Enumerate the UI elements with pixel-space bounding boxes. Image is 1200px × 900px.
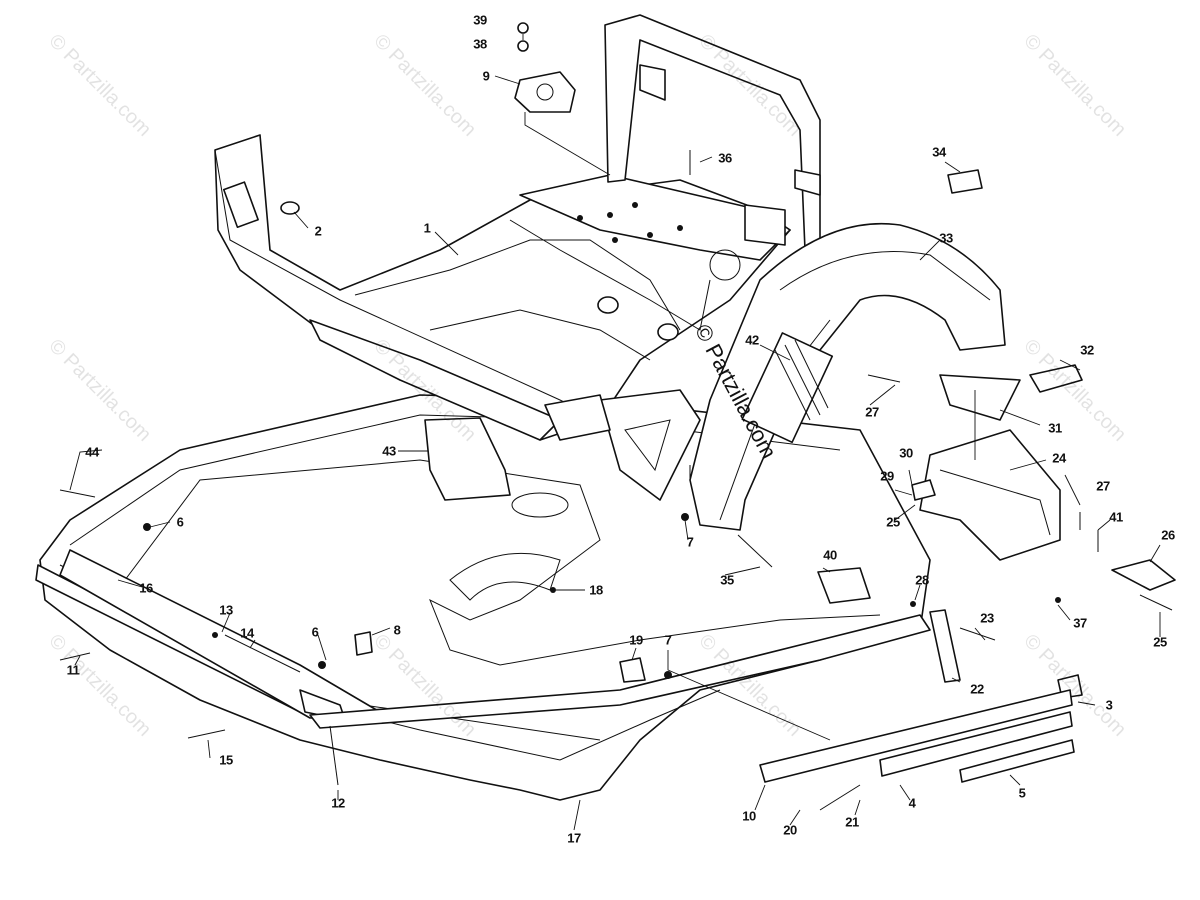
callout-5: 5 bbox=[1018, 785, 1026, 801]
callout-1: 1 bbox=[423, 220, 431, 236]
callout-8: 8 bbox=[393, 622, 401, 638]
callout-25: 25 bbox=[886, 514, 900, 530]
callout-32: 32 bbox=[1080, 342, 1094, 358]
callout-11: 11 bbox=[66, 662, 80, 678]
rear-fender-part-33 bbox=[689, 222, 1006, 531]
callout-22: 22 bbox=[970, 681, 984, 697]
callout-14: 14 bbox=[240, 625, 254, 641]
callout-10: 10 bbox=[742, 808, 756, 824]
callout-35: 35 bbox=[720, 572, 734, 588]
callout-37: 37 bbox=[1073, 615, 1087, 631]
side-rail bbox=[309, 614, 931, 729]
callout-3: 3 bbox=[1105, 697, 1113, 713]
panel-part-31 bbox=[939, 374, 1021, 421]
callout-39: 39 bbox=[473, 12, 487, 28]
callout-15: 15 bbox=[219, 752, 233, 768]
callout-24: 24 bbox=[1052, 450, 1066, 466]
callout-36: 36 bbox=[718, 150, 732, 166]
callout-26: 26 bbox=[1161, 527, 1175, 543]
callout-27: 27 bbox=[1096, 478, 1110, 494]
callout-42: 42 bbox=[745, 332, 759, 348]
small-parts bbox=[143, 22, 1176, 783]
callout-6: 6 bbox=[176, 514, 184, 530]
callout-29: 29 bbox=[880, 468, 894, 484]
callout-6: 6 bbox=[311, 624, 319, 640]
callout-23: 23 bbox=[980, 610, 994, 626]
callout-7: 7 bbox=[664, 632, 672, 648]
callout-34: 34 bbox=[932, 144, 946, 160]
rear-bracket-part-24 bbox=[919, 429, 1061, 561]
callout-43: 43 bbox=[382, 443, 396, 459]
callout-13: 13 bbox=[219, 602, 233, 618]
callout-19: 19 bbox=[629, 632, 643, 648]
fasteners bbox=[59, 150, 1173, 811]
callout-27: 27 bbox=[865, 404, 879, 420]
leader-lines bbox=[69, 34, 1161, 831]
callout-4: 4 bbox=[908, 795, 916, 811]
callout-7: 7 bbox=[686, 534, 694, 550]
callout-9: 9 bbox=[482, 68, 490, 84]
callout-41: 41 bbox=[1109, 509, 1123, 525]
callout-44: 44 bbox=[85, 444, 99, 460]
callout-40: 40 bbox=[823, 547, 837, 563]
callout-25: 25 bbox=[1153, 634, 1167, 650]
callout-16: 16 bbox=[139, 580, 153, 596]
callout-30: 30 bbox=[899, 445, 913, 461]
callout-21: 21 bbox=[845, 814, 859, 830]
seat-support-hoop bbox=[519, 14, 821, 341]
callout-28: 28 bbox=[915, 572, 929, 588]
callout-18: 18 bbox=[589, 582, 603, 598]
callout-12: 12 bbox=[331, 795, 345, 811]
callout-38: 38 bbox=[473, 36, 487, 52]
callout-2: 2 bbox=[314, 223, 322, 239]
callout-20: 20 bbox=[783, 822, 797, 838]
callout-33: 33 bbox=[939, 230, 953, 246]
callout-17: 17 bbox=[567, 830, 581, 846]
callout-31: 31 bbox=[1048, 420, 1062, 436]
